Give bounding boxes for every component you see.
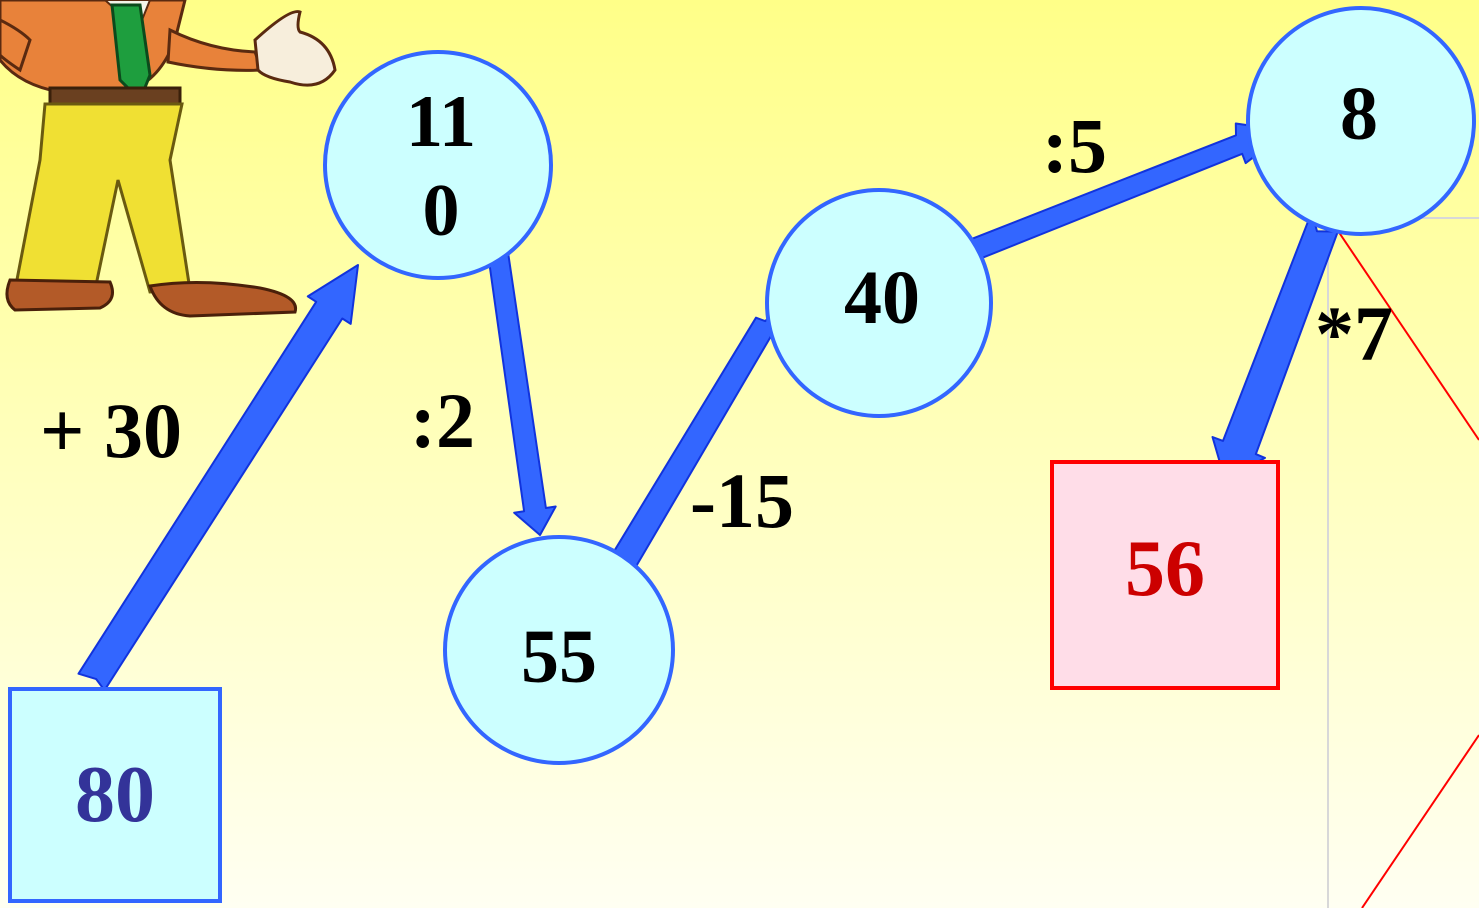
value-8: 8 [1340, 72, 1378, 156]
arrow-divide-5 [954, 122, 1289, 267]
operation-label-divide-5: :5 [1042, 102, 1107, 189]
result-value: 56 [1125, 524, 1205, 613]
arrow-divide-2 [487, 251, 557, 536]
cartoon-character-icon [0, 0, 337, 318]
start-value-box: 80 [8, 687, 222, 903]
operation-label-multiply-7: *7 [1315, 290, 1393, 377]
value-110-line2: 0 [422, 170, 460, 252]
value-110-line1: 11 [406, 81, 476, 164]
result-value-box: 56 [1050, 460, 1280, 690]
value-40: 40 [844, 256, 920, 340]
operation-label-subtract-15: -15 [690, 457, 794, 544]
operation-label-add-30: + 30 [40, 387, 182, 474]
arrow-add-30 [77, 264, 359, 692]
value-circle-110: 11 0 [323, 50, 553, 280]
value-circle-8: 8 [1246, 6, 1476, 236]
operation-label-divide-2: :2 [410, 377, 475, 464]
value-55: 55 [521, 615, 597, 699]
start-value: 80 [75, 750, 155, 839]
value-circle-40: 40 [765, 188, 993, 418]
value-circle-55: 55 [443, 535, 675, 765]
